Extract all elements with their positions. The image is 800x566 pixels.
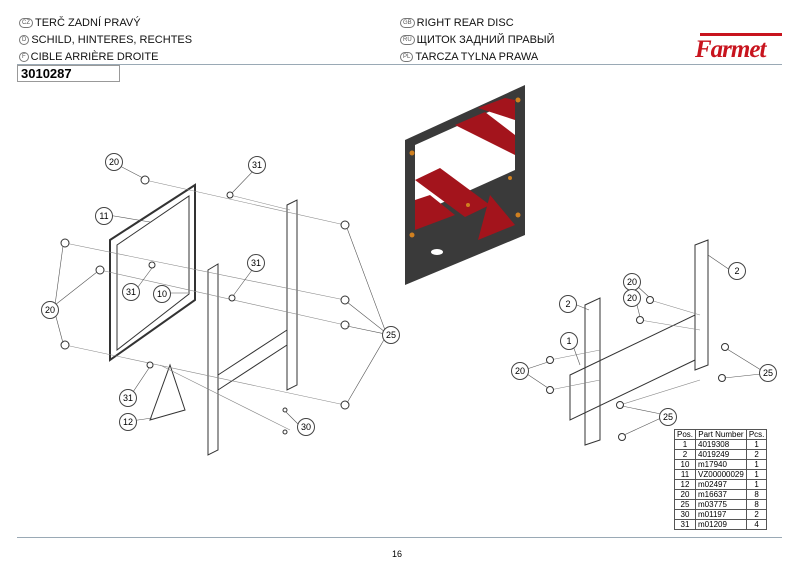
callout-bubble: 20 bbox=[623, 289, 641, 307]
flag-gb: GB bbox=[400, 18, 415, 28]
cell-part-number: 4019308 bbox=[695, 439, 747, 450]
callout-bubble: 12 bbox=[119, 413, 137, 431]
cell-part-number: m03775 bbox=[695, 499, 747, 510]
callout-bubble: 31 bbox=[247, 254, 265, 272]
flag-pl: PL bbox=[400, 52, 414, 62]
callout-bubble: 25 bbox=[659, 408, 677, 426]
header-pos: Pos. bbox=[673, 429, 697, 440]
reflector-frame-inner bbox=[116, 195, 190, 352]
title-text: CIBLE ARRIÈRE DROITE bbox=[30, 51, 159, 63]
title-text: ЩИТОК ЗАДНИЙ ПРАВЫЙ bbox=[416, 34, 555, 46]
header-part-number: Part Number bbox=[695, 429, 747, 440]
cell-part-number: m01197 bbox=[695, 509, 747, 520]
cell-pos: 31 bbox=[673, 519, 697, 530]
callout-bubble: 1 bbox=[560, 332, 578, 350]
callout-bubble: 20 bbox=[41, 301, 59, 319]
footer-divider bbox=[17, 537, 782, 538]
cell-pos: 25 bbox=[673, 499, 697, 510]
cell-pcs: 1 bbox=[745, 479, 768, 490]
cell-pos: 30 bbox=[673, 509, 697, 520]
left-assembly bbox=[60, 175, 350, 456]
callout-bubble: 30 bbox=[297, 418, 315, 436]
callout-bubble: 2 bbox=[559, 295, 577, 313]
cell-pcs: 2 bbox=[745, 449, 768, 460]
callout-bubble: 25 bbox=[759, 364, 777, 382]
title-text: TERČ ZADNÍ PRAVÝ bbox=[35, 17, 141, 29]
flag-cz: CZ bbox=[19, 18, 33, 28]
callout-bubble: 25 bbox=[382, 326, 400, 344]
cell-pcs: 1 bbox=[745, 469, 768, 480]
cell-pos: 20 bbox=[673, 489, 697, 500]
callout-bubble: 20 bbox=[511, 362, 529, 380]
callout-bubble: 10 bbox=[153, 285, 171, 303]
warning-triangle bbox=[149, 363, 186, 421]
bracket-plate bbox=[286, 199, 298, 391]
cell-pcs: 8 bbox=[745, 499, 768, 510]
bracket-plate bbox=[584, 297, 601, 446]
cell-part-number: VZ00000029 bbox=[695, 469, 747, 480]
part-code: 3010287 bbox=[17, 65, 120, 82]
callout-bubble: 20 bbox=[105, 153, 123, 171]
bracket-plate bbox=[207, 263, 219, 456]
mounting-plate bbox=[569, 314, 696, 421]
logo-bar bbox=[700, 33, 782, 36]
header-pcs: Pcs. bbox=[745, 429, 768, 440]
cell-part-number: 4019249 bbox=[695, 449, 747, 460]
callout-bubble: 31 bbox=[122, 283, 140, 301]
callout-bubble: 11 bbox=[95, 207, 113, 225]
cell-pos: 2 bbox=[673, 449, 697, 460]
cell-pos: 1 bbox=[673, 439, 697, 450]
page-number: 16 bbox=[392, 549, 403, 559]
flag-d: D bbox=[19, 35, 30, 45]
cell-part-number: m01209 bbox=[695, 519, 747, 530]
title-text: SCHILD, HINTERES, RECHTES bbox=[31, 34, 193, 46]
cell-part-number: m16637 bbox=[695, 489, 747, 500]
callout-bubble: 31 bbox=[248, 156, 266, 174]
cell-part-number: m17940 bbox=[695, 459, 747, 470]
cell-pcs: 8 bbox=[745, 489, 768, 500]
cell-pcs: 1 bbox=[745, 459, 768, 470]
flag-ru: RU bbox=[400, 35, 415, 45]
cell-pos: 11 bbox=[673, 469, 697, 480]
farmet-logo: Farmet bbox=[695, 36, 766, 63]
title-text: RIGHT REAR DISC bbox=[416, 17, 514, 29]
cell-pcs: 2 bbox=[745, 509, 768, 520]
cell-pos: 10 bbox=[673, 459, 697, 470]
cell-part-number: m02497 bbox=[695, 479, 747, 490]
bracket-plate bbox=[694, 239, 709, 371]
header-divider bbox=[17, 64, 782, 65]
right-assembly bbox=[546, 239, 729, 446]
callout-bubble: 2 bbox=[728, 262, 746, 280]
assembly-lines bbox=[64, 179, 346, 431]
cell-pos: 12 bbox=[673, 479, 697, 490]
title-text: TARCZA TYLNA PRAWA bbox=[415, 51, 539, 63]
cell-pcs: 1 bbox=[745, 439, 768, 450]
bracket-base bbox=[217, 329, 288, 391]
callout-bubble: 31 bbox=[119, 389, 137, 407]
fasteners bbox=[60, 175, 350, 435]
flag-f: F bbox=[19, 52, 29, 62]
rear-disc-render bbox=[405, 85, 525, 285]
cell-pcs: 4 bbox=[745, 519, 768, 530]
reflector-frame bbox=[109, 183, 196, 362]
